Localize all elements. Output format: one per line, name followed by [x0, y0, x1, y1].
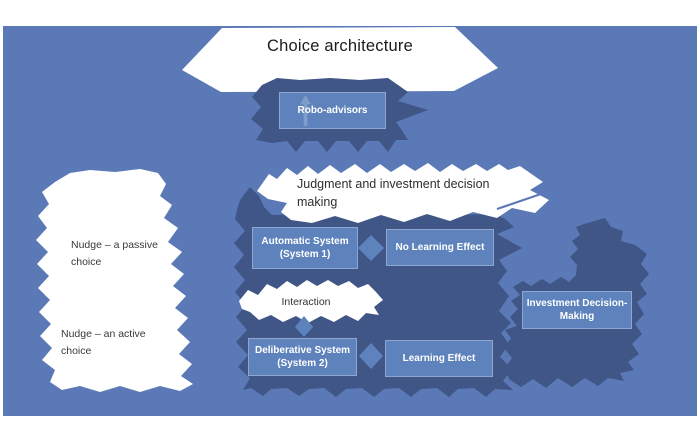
choice-architecture-title: Choice architecture	[267, 37, 413, 55]
nudge-cloud-shape	[36, 169, 193, 392]
deliberative-system-box: Deliberative System (System 2)	[248, 338, 357, 376]
interaction-label: Interaction	[281, 296, 331, 308]
up-arrow-icon	[300, 95, 311, 126]
judgment-banner-label: Judgment and investment decision making	[297, 177, 490, 209]
judgment-banner-shape	[257, 163, 549, 223]
learning-effect-box: Learning Effect	[385, 340, 493, 377]
automatic-system-box: Automatic System (System 1)	[252, 227, 358, 269]
nudge-active-label: Nudge – an active choice	[61, 328, 146, 357]
nudge-passive-label: Nudge – a passive choice	[71, 239, 158, 268]
no-learning-effect-box: No Learning Effect	[386, 229, 494, 266]
diamond-connector-bottom	[359, 343, 383, 369]
robo-advisors-box: Robo-advisors	[279, 92, 386, 129]
diamond-connector-interaction	[295, 316, 313, 337]
choice-architecture-banner-shape	[182, 27, 498, 92]
interaction-cloud-shape	[239, 280, 383, 323]
diamond-connector-top	[358, 235, 384, 261]
robo-advisors-label: Robo-advisors	[297, 105, 368, 116]
investment-decision-making-box: Investment Decision-Making	[522, 291, 632, 329]
judgment-banner-fold-line	[496, 192, 542, 211]
